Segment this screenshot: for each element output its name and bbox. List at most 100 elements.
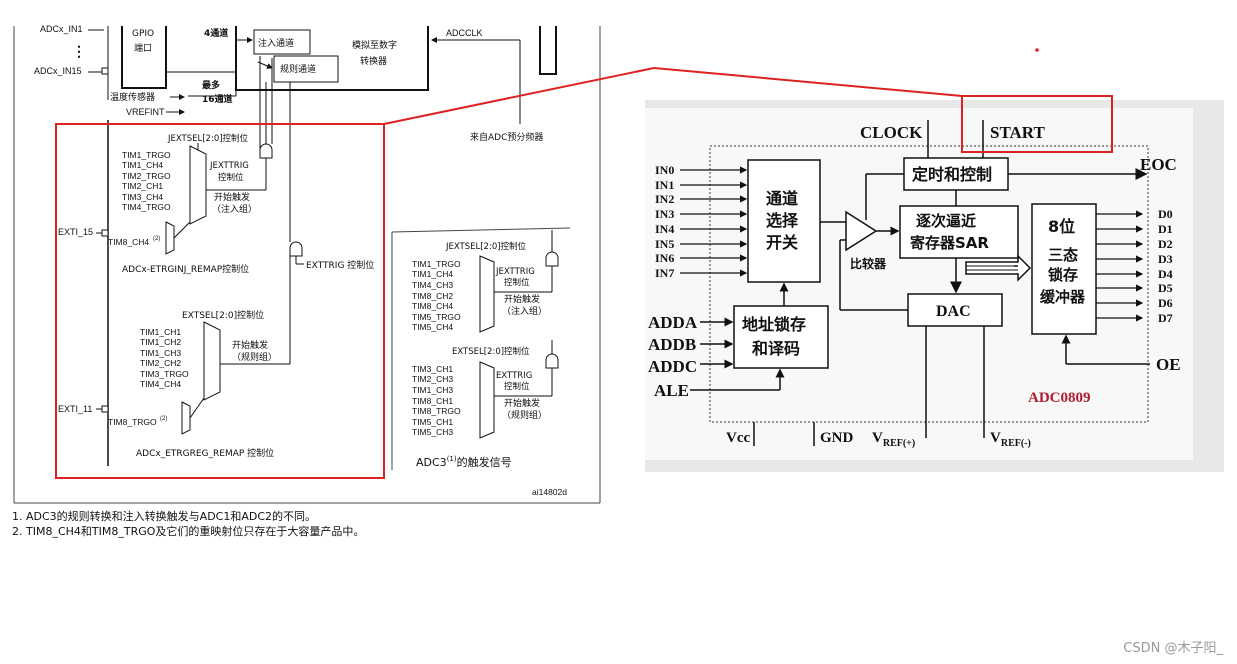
exttrig-and-gate (289, 241, 303, 257)
adc3-inj-src-2: TIM4_CH3 (412, 280, 453, 290)
output-d4: D4 (1158, 267, 1173, 281)
tim8-trgo-label: TIM8_TRGO (108, 417, 157, 427)
adc3-reg-src-6: TIM5_CH3 (412, 427, 453, 437)
adc3-exttrig-gate (545, 353, 559, 369)
watermark: CSDN @木子阳_ (1123, 641, 1223, 656)
address-latch-box (733, 305, 829, 369)
reg-src-2: TIM1_CH3 (140, 348, 181, 358)
vcc-label: Vcc (726, 430, 750, 446)
digital-output-list: D0 D1 D2 D3 D4 D5 D6 D7 (1158, 207, 1173, 325)
highlight-box-start (961, 95, 1113, 153)
injected-mux (189, 145, 207, 225)
exti15-label: EXTI_15 (58, 227, 93, 237)
reg-src-3: TIM2_CH2 (140, 358, 181, 368)
regular-mux (203, 321, 221, 401)
timing-control-box (903, 157, 1009, 191)
adc3-reg-src-5: TIM5_CH1 (412, 417, 453, 427)
output-d2: D2 (1158, 237, 1173, 251)
input-in4: IN4 (655, 222, 674, 236)
oe-label: OE (1156, 355, 1181, 374)
input-in7: IN7 (655, 266, 674, 280)
start-label: START (990, 123, 1045, 142)
tim8-ch4-label: TIM8_CH4 (108, 237, 149, 247)
reg-src-5: TIM4_CH4 (140, 379, 181, 389)
sar-label-2: 寄存器SAR (910, 234, 989, 252)
max-label: 最多 (202, 79, 220, 91)
converter-label-1: 模拟至数字 (352, 39, 397, 51)
inj-src-3: TIM2_CH1 (122, 181, 163, 191)
adc3-inj-src-5: TIM5_TRGO (412, 312, 461, 322)
inj-src-0: TIM1_TRGO (122, 150, 171, 160)
vref-minus-label: VREF(-) (990, 430, 1031, 449)
adc3-inj-src-0: TIM1_TRGO (412, 259, 461, 269)
adc3-inj-src-3: TIM8_CH2 (412, 291, 453, 301)
adc3-reg-start-1: 开始触发 (504, 397, 540, 409)
jexttrig-label-2: 控制位 (218, 172, 244, 183)
adda-label: ADDA (648, 313, 698, 332)
injected-channel-box: 注入通道 (258, 37, 294, 49)
regular-source-list: TIM1_CH1 TIM1_CH2 TIM1_CH3 TIM2_CH2 TIM3… (140, 327, 189, 389)
addc-label: ADDC (648, 357, 697, 376)
inj-start-trigger-1: 开始触发 (214, 191, 250, 203)
tri-state-label-3: 缓冲器 (1040, 288, 1086, 306)
input-in0: IN0 (655, 163, 674, 177)
adc3-jexttrig-gate (545, 251, 559, 267)
reg-remap-label: ADCx_ETRGREG_REMAP 控制位 (136, 447, 274, 459)
footnote-2: 2. TIM8_CH4和TIM8_TRGO及它们的重映射位只存在于大容量产品中。 (12, 525, 365, 538)
output-d5: D5 (1158, 281, 1173, 295)
addb-label: ADDB (648, 335, 696, 354)
extsel-label: EXTSEL[2:0]控制位 (182, 309, 264, 321)
adc3-inj-start-1: 开始触发 (504, 293, 540, 305)
stm32-adc-trigger-diagram: ADCx_IN1 ⋮ ADCx_IN15 GPIO 端口 4通道 注入通道 规则… (13, 24, 963, 504)
adc3-exttrig-2: 控制位 (504, 381, 530, 392)
comparator-symbol (845, 210, 878, 252)
inj-remap-mux (165, 221, 175, 255)
adc3-inj-src-4: TIM8_CH4 (412, 301, 453, 311)
adc3-reg-start-2: （规则组） (502, 409, 547, 421)
adc3-reg-src-4: TIM8_TRGO (412, 406, 461, 416)
regular-channel-box: 规则通道 (280, 63, 316, 75)
vref-plus-label: VREF(+) (872, 430, 915, 449)
ale-label: ALE (654, 381, 689, 400)
output-d0: D0 (1158, 207, 1173, 221)
temp-sensor-label: 温度传感器 (110, 91, 155, 103)
sar-label-1: 逐次逼近 (916, 212, 976, 230)
input-in6: IN6 (655, 251, 674, 265)
adc3-inj-src-1: TIM1_CH4 (412, 269, 453, 279)
adc3-injected-mux (479, 255, 495, 333)
tri-state-label-2: 锁存 (1048, 266, 1078, 284)
inj-start-trigger-2: （注入组） (212, 203, 257, 215)
sar-box (899, 205, 1019, 259)
inj-remap-label: ADCx-ETRGINJ_REMAP控制位 (122, 263, 249, 275)
channel-switch-box (747, 159, 821, 283)
adc3-injected-source-list: TIM1_TRGO TIM1_CH4 TIM4_CH3 TIM8_CH2 TIM… (412, 259, 461, 332)
four-channels-label: 4通道 (204, 27, 228, 39)
connector-line (383, 67, 655, 125)
channel-switch-3: 开关 (766, 233, 798, 252)
exttrig-label: EXTTRIG 控制位 (306, 259, 374, 271)
adc3-inj-src-6: TIM5_CH4 (412, 322, 453, 332)
inj-src-2: TIM2_TRGO (122, 171, 171, 181)
jexttrig-and-gate (259, 143, 273, 159)
converter-label-2: 转换器 (360, 55, 387, 67)
reg-start-trigger-2: （规则组） (232, 351, 277, 363)
output-d1: D1 (1158, 222, 1173, 236)
input-in1: IN1 (655, 178, 674, 192)
output-d3: D3 (1158, 252, 1173, 266)
adc3-extsel-label: EXTSEL[2:0]控制位 (452, 346, 530, 357)
jexttrig-label-1: JEXTTRIG (209, 161, 249, 171)
gpio-label: GPIO (132, 29, 154, 39)
reg-src-1: TIM1_CH2 (140, 337, 181, 347)
adc-in1-label: ADCx_IN1 (40, 24, 83, 34)
from-prescaler-label: 来自ADC预分频器 (470, 131, 543, 143)
jextsel-label: JEXTSEL[2:0]控制位 (167, 133, 249, 144)
adc3-regular-mux (479, 361, 495, 439)
highlight-box-left (55, 123, 385, 479)
adc3-reg-src-0: TIM3_CH1 (412, 364, 453, 374)
address-latch-2: 和译码 (752, 339, 800, 358)
dac-box (907, 293, 1003, 327)
injected-source-list: TIM1_TRGO TIM1_CH4 TIM2_TRGO TIM2_CH1 TI… (122, 150, 171, 212)
analog-input-list: IN0 IN1 IN2 IN3 IN4 IN5 IN6 IN7 (655, 163, 674, 280)
output-d7: D7 (1158, 311, 1173, 325)
adc-in15-label: ADCx_IN15 (34, 66, 82, 76)
